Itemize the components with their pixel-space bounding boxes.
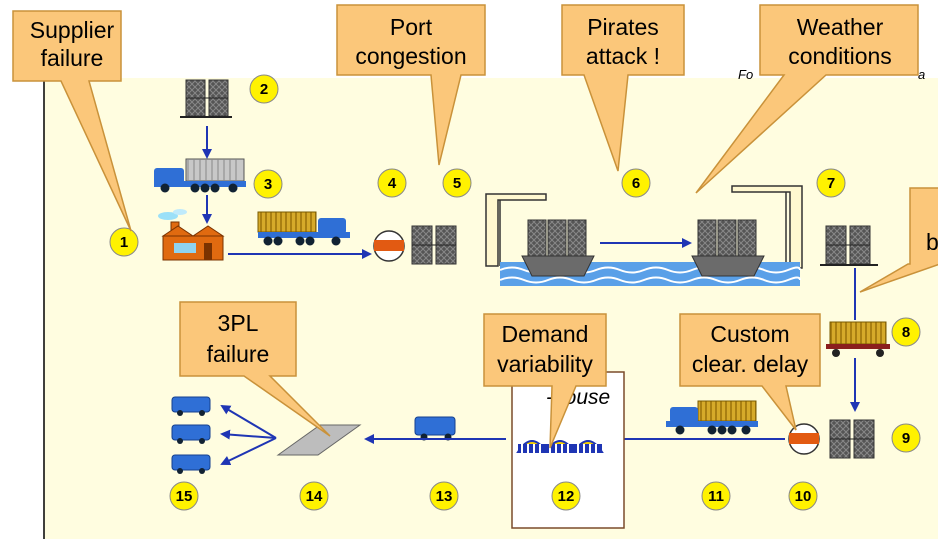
step-13: 13	[429, 481, 459, 511]
svg-text:7: 7	[827, 175, 835, 192]
svg-text:3: 3	[264, 176, 272, 193]
svg-text:1: 1	[120, 234, 128, 251]
callout-port-line2: congestion	[355, 43, 466, 69]
port-crane-left	[485, 193, 547, 267]
callout-supplier-line2: failure	[41, 45, 104, 71]
callout-port-congestion: Port congestion	[336, 4, 486, 166]
callout-right-partial-text: b	[926, 229, 938, 255]
step-5: 5	[442, 168, 472, 198]
callout-demand-variability: Demand variability	[483, 313, 607, 449]
step-12: 12	[551, 481, 581, 511]
step-1: 1	[109, 227, 139, 257]
step-markers: 1 2 3 4 5 6 7 8 9 10 11 12 13 14 15	[109, 74, 921, 511]
step-14: 14	[299, 481, 329, 511]
svg-text:12: 12	[558, 488, 575, 505]
svg-text:2: 2	[260, 81, 268, 98]
step-10: 10	[788, 481, 818, 511]
step-6: 6	[621, 168, 651, 198]
a-partial-text: a	[918, 67, 925, 82]
fo-partial-text: Fo	[738, 67, 753, 82]
container-ship-right-icon	[691, 219, 765, 277]
crossdock-platform-icon	[276, 424, 362, 456]
callout-3pl-line2: failure	[207, 341, 270, 367]
svg-text:9: 9	[902, 430, 910, 447]
step-9: 9	[891, 423, 921, 453]
step-2: 2	[249, 74, 279, 104]
import-container-stack-icon	[829, 419, 875, 459]
svg-text:13: 13	[436, 488, 453, 505]
svg-text:6: 6	[632, 175, 640, 192]
svg-text:8: 8	[902, 324, 910, 341]
destination-container-stack-icon	[820, 225, 878, 266]
callout-pirates-attack: Pirates attack !	[561, 4, 685, 172]
svg-text:14: 14	[306, 488, 323, 505]
callout-pirates-line1: Pirates	[587, 14, 659, 40]
warehouse-buildings-icon	[516, 440, 604, 453]
callout-custom-line2: clear. delay	[692, 351, 809, 377]
factory-icon	[158, 209, 225, 261]
callout-supplier-line1: Supplier	[30, 17, 115, 43]
step-7: 7	[816, 168, 846, 198]
callout-demand-line1: Demand	[502, 321, 589, 347]
callout-3pl-line1: 3PL	[218, 310, 259, 336]
port-container-stack-icon	[411, 225, 457, 265]
callout-3pl-failure: 3PL failure	[179, 301, 331, 437]
callout-supplier-failure: Supplier failure	[12, 10, 132, 232]
container-ship-left-icon	[521, 219, 595, 277]
van-icon	[414, 416, 456, 441]
callout-port-line1: Port	[390, 14, 433, 40]
svg-text:5: 5	[453, 175, 461, 192]
callout-custom-line1: Custom	[710, 321, 789, 347]
gold-container-truck-icon	[257, 211, 350, 246]
callout-custom-clear-delay: Custom clear. delay	[679, 313, 821, 431]
callout-weather-conditions: Weather conditions	[695, 4, 919, 194]
step-11: 11	[701, 481, 731, 511]
step-3: 3	[253, 169, 283, 199]
callout-weather-line1: Weather	[797, 14, 884, 40]
step-15: 15	[169, 481, 199, 511]
svg-text:10: 10	[795, 488, 812, 505]
distribution-arrows	[220, 404, 277, 466]
step-4: 4	[377, 168, 407, 198]
import-customs-disc-icon	[788, 423, 820, 455]
callout-weather-line2: conditions	[788, 43, 892, 69]
callout-right-partial: b	[859, 187, 938, 293]
callout-pirates-line2: attack !	[586, 43, 660, 69]
delivery-truck-icon	[666, 400, 758, 435]
delivery-vans-icon	[171, 396, 211, 474]
rail-wagon-icon	[826, 321, 890, 357]
svg-text:4: 4	[388, 175, 397, 192]
container-truck-icon	[154, 158, 246, 193]
step-8: 8	[891, 317, 921, 347]
svg-text:15: 15	[176, 488, 193, 505]
container-stack-icon	[180, 79, 232, 118]
callout-demand-line2: variability	[497, 351, 593, 377]
customs-disc-icon	[373, 230, 405, 262]
svg-text:11: 11	[708, 488, 724, 505]
